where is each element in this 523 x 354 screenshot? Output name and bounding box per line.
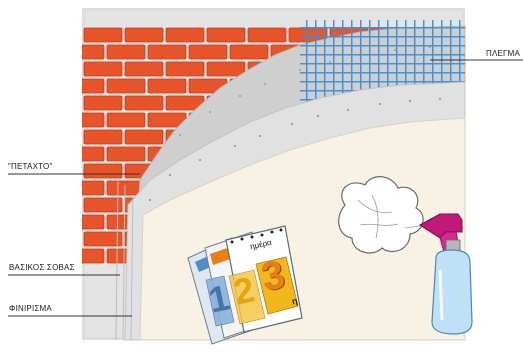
brick (84, 96, 122, 110)
brick (66, 147, 104, 161)
brick (66, 79, 104, 93)
brick (148, 79, 186, 93)
brick (84, 232, 122, 246)
label-scratch-coat: "ΠΕΤΑΧΤΟ" (8, 162, 53, 171)
brick (66, 113, 104, 127)
brick (66, 45, 104, 59)
brick (189, 45, 227, 59)
brick (66, 215, 104, 229)
brick (207, 28, 245, 42)
brick (107, 147, 145, 161)
brick (107, 45, 145, 59)
brick (84, 130, 122, 144)
brick (84, 62, 122, 76)
brick (125, 130, 163, 144)
brick (248, 28, 286, 42)
brick (148, 45, 186, 59)
brick (166, 28, 204, 42)
label-base-plaster: ΒΑΣΙΚΟΣ ΣΟΒΑΣ (9, 263, 75, 272)
brick (66, 181, 104, 195)
brick (66, 249, 104, 263)
brick (166, 62, 204, 76)
brick (125, 62, 163, 76)
brick (107, 113, 145, 127)
label-mesh: ΠΛΕΓΜΑ (486, 49, 520, 58)
brick (207, 62, 245, 76)
label-finish-coat: ΦΙΝΙΡΙΣΜΑ (9, 304, 52, 313)
brick (230, 45, 268, 59)
brick (107, 79, 145, 93)
brick (125, 96, 163, 110)
brick (84, 28, 122, 42)
brick (84, 164, 122, 178)
brick (84, 198, 122, 212)
brick (125, 28, 163, 42)
